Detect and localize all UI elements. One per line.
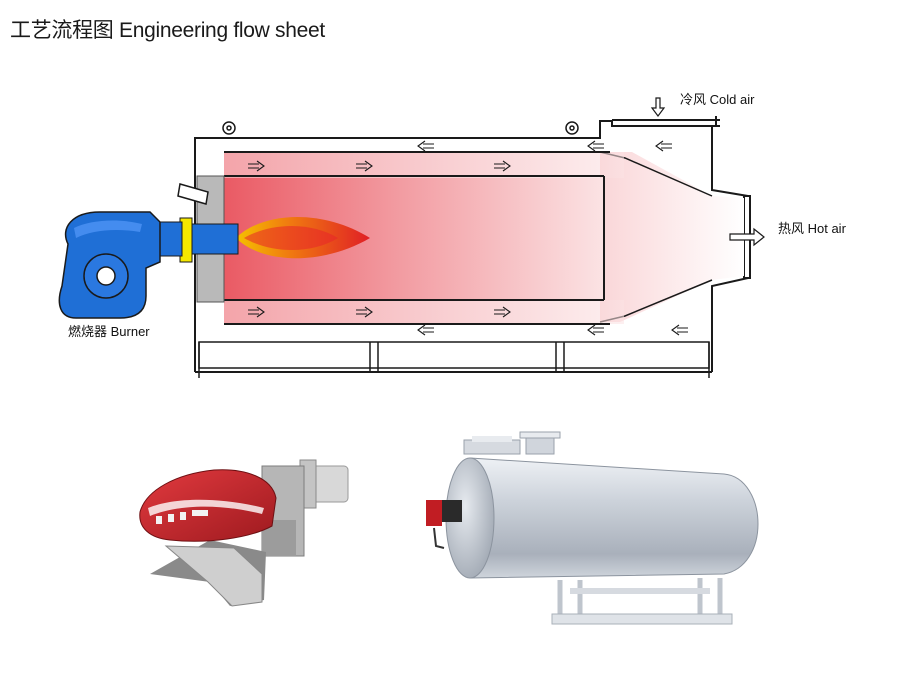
double-line-arrow-icon [587,324,604,336]
hot-air-arrow-icon [729,227,765,247]
double-line-arrow-icon [655,140,672,152]
double-line-arrow-icon [248,306,265,318]
lifting-lug-icon [222,121,236,139]
cold-air-label: 冷风 Cold air [680,92,755,107]
outer-annulus-top [224,152,624,178]
cold-air-inlet [612,116,720,126]
furnace-photo [426,431,759,625]
double-line-arrow-icon [494,306,511,318]
burner-nozzle [189,223,239,255]
double-line-arrow-icon [494,160,511,172]
double-line-arrow-icon [671,324,688,336]
double-line-arrow-icon [417,324,434,336]
hot-air-label: 热风 Hot air [778,221,847,236]
burner-photo [139,459,349,607]
page-title: 工艺流程图 Engineering flow sheet [10,19,325,42]
combustion-chamber-walls [224,151,610,325]
double-line-arrow-icon [356,306,373,318]
lifting-lug-icon [565,121,579,139]
flame-inner [244,226,338,250]
double-line-arrow-icon [417,140,434,152]
outer-annulus-bottom [224,300,624,324]
double-line-arrow-icon [587,140,604,152]
double-line-arrow-icon [248,160,265,172]
burner-drawing [58,211,239,319]
base-frame [198,341,710,378]
sight-tube [177,183,209,205]
burner-hood-highlight [74,220,142,238]
double-line-arrow-icon [356,160,373,172]
burner-label: 燃烧器 Burner [68,324,150,339]
burner-fan-hub [96,266,116,286]
cold-air-arrow-icon [650,97,666,117]
flow-arrows [248,140,688,336]
